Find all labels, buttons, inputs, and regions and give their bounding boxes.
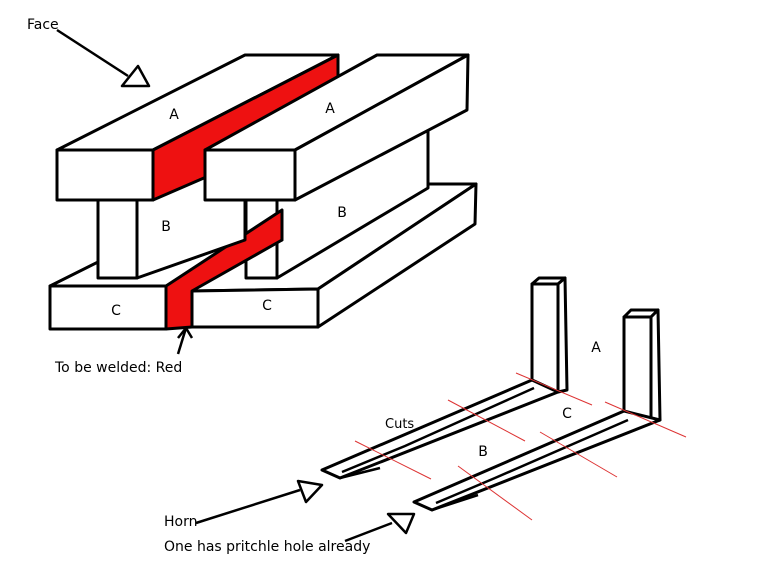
- cuts-label: Cuts: [385, 417, 414, 432]
- face-arrow: [56, 28, 151, 88]
- horn-label: Horn: [164, 514, 197, 530]
- cut-line: [354, 440, 432, 480]
- bar-piece-lower: [412, 308, 662, 512]
- pritchle-arrow: [344, 512, 416, 543]
- pritchle-label: One has pritchle hole already: [164, 539, 370, 555]
- part-label-b-left: B: [161, 219, 171, 235]
- cut-line: [515, 372, 593, 406]
- cut-line: [539, 431, 618, 478]
- cut-line: [457, 465, 533, 521]
- part-label-a-bar: A: [591, 340, 601, 356]
- part-label-c-right: C: [262, 298, 272, 314]
- part-label-a-left: A: [169, 107, 179, 123]
- horn-arrow: [195, 479, 324, 525]
- part-label-b-right: B: [337, 205, 347, 221]
- face-label: Face: [27, 17, 59, 33]
- bar-piece-upper: [320, 276, 569, 480]
- welded-label: To be welded: Red: [54, 360, 182, 376]
- weld-pointer-arrow: [176, 325, 194, 355]
- cut-line: [447, 399, 526, 442]
- cut-line: [604, 401, 687, 438]
- part-label-a-right: A: [325, 101, 335, 117]
- weld-strip-lower: [164, 208, 284, 331]
- top-block-a-right: [203, 53, 470, 202]
- part-label-c-left: C: [111, 303, 121, 319]
- part-label-c-bar: C: [562, 406, 572, 422]
- top-block-a-left: [55, 53, 340, 202]
- cut-lines: [354, 372, 687, 521]
- part-label-b-bar: B: [478, 444, 488, 460]
